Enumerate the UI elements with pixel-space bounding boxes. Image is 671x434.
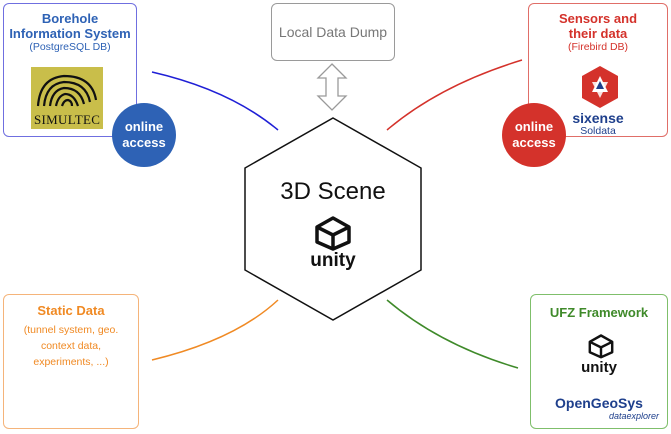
- local-data-dump-box: Local Data Dump: [271, 3, 395, 61]
- center-title: 3D Scene: [280, 178, 386, 205]
- borehole-subtitle: (PostgreSQL DB): [29, 41, 111, 53]
- static-data-title: Static Data: [37, 303, 105, 318]
- borehole-connector: [151, 71, 279, 131]
- fingerprint-icon: [34, 70, 100, 110]
- sixense-logo-text: sixense: [572, 110, 624, 126]
- sensors-title-line1: Sensors and: [558, 11, 638, 26]
- borehole-online-access-badge: online access: [112, 103, 176, 167]
- simultec-logo: SIMULTEC: [31, 67, 103, 129]
- static-data-line1: (tunnel system, geo.: [23, 324, 119, 336]
- borehole-badge-line2: access: [122, 135, 166, 150]
- sensors-badge-line1: online: [514, 119, 554, 134]
- static-data-line3: experiments, ...): [33, 356, 109, 368]
- ufz-unity-cube-icon: [588, 334, 614, 359]
- static-data-line2: context data,: [40, 340, 102, 352]
- sensors-online-access-badge: online access: [502, 103, 566, 167]
- center-unity-text: unity: [310, 250, 356, 271]
- sensors-badge-line2: access: [512, 135, 556, 150]
- ufz-framework-box: UFZ Framework unity OpenGeoSys dataexplo…: [530, 294, 668, 429]
- opengeosys-subtext: dataexplorer: [608, 411, 659, 421]
- sixense-logo-icon: [582, 66, 618, 108]
- borehole-badge-line1: online: [124, 119, 164, 134]
- ufz-connector: [386, 299, 519, 369]
- ufz-title: UFZ Framework: [549, 305, 649, 320]
- borehole-title-line2: Information System: [9, 26, 131, 41]
- sensors-connector: [386, 59, 523, 131]
- double-arrow: [316, 63, 348, 111]
- borehole-box: Borehole Information System (PostgreSQL …: [3, 3, 137, 137]
- sensors-title-line2: their data: [568, 26, 628, 41]
- ufz-unity-text: unity: [581, 359, 617, 376]
- sensors-subtitle: (Firebird DB): [567, 41, 629, 53]
- local-data-dump-label: Local Data Dump: [278, 24, 388, 40]
- opengeosys-text: OpenGeoSys: [555, 395, 643, 411]
- soldata-text: Soldata: [580, 125, 616, 137]
- static-data-box: Static Data (tunnel system, geo. context…: [3, 294, 139, 429]
- simultec-logo-text: SIMULTEC: [34, 112, 101, 127]
- borehole-title-line1: Borehole: [41, 11, 99, 26]
- unity-cube-icon: [315, 216, 351, 251]
- static-connector: [151, 299, 279, 361]
